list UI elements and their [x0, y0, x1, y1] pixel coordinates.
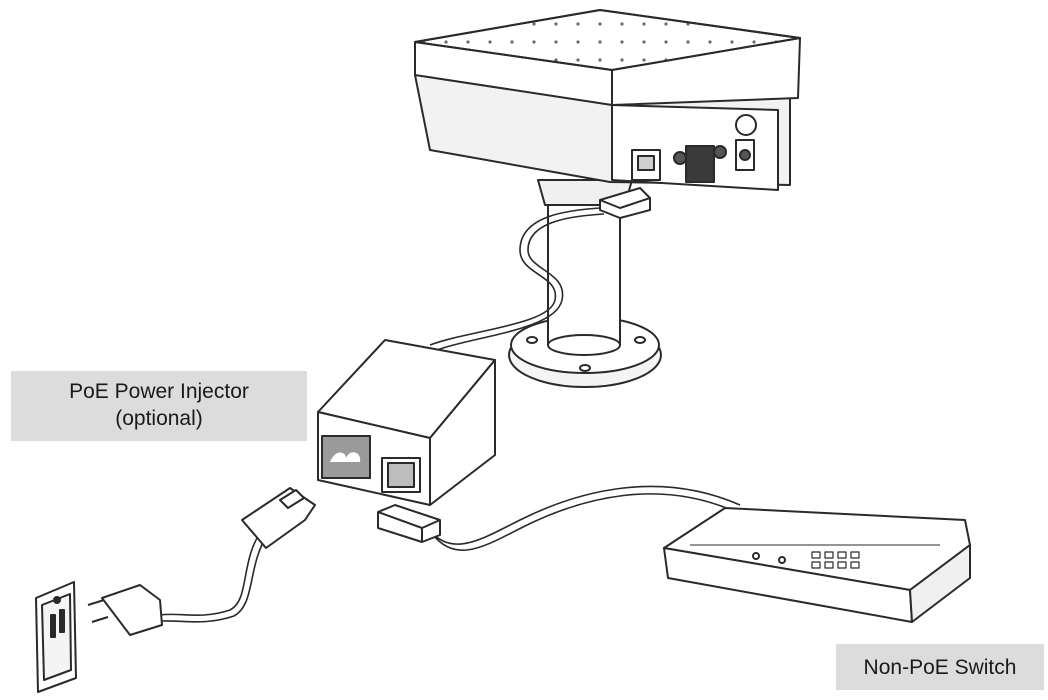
- camera-housing: [414, 9, 801, 191]
- poe-injector-label-line2: (optional): [115, 407, 203, 430]
- injector-power-socket: [321, 435, 371, 479]
- cable-power: [159, 529, 263, 617]
- switch-port-leds: [811, 551, 860, 569]
- cable-injector-switch: [424, 485, 741, 545]
- cables: [159, 207, 741, 623]
- wall-outlet-icon: [35, 581, 77, 693]
- ip-camera-icon: [414, 9, 801, 388]
- poe-injector-label-line1: PoE Power Injector: [69, 380, 249, 403]
- power-plug-icon: [87, 487, 316, 636]
- rj45-connector-icon: [377, 504, 441, 543]
- poe-injector-icon: [317, 339, 496, 543]
- switch-label: Non-PoE Switch: [836, 644, 1044, 690]
- rj45-connector-icon: [599, 187, 651, 219]
- network-switch-icon: [663, 507, 971, 623]
- cable-camera-injector: [429, 207, 601, 346]
- switch-label-text: Non-PoE Switch: [863, 656, 1017, 679]
- poe-injector-label: PoE Power Injector (optional): [11, 371, 307, 441]
